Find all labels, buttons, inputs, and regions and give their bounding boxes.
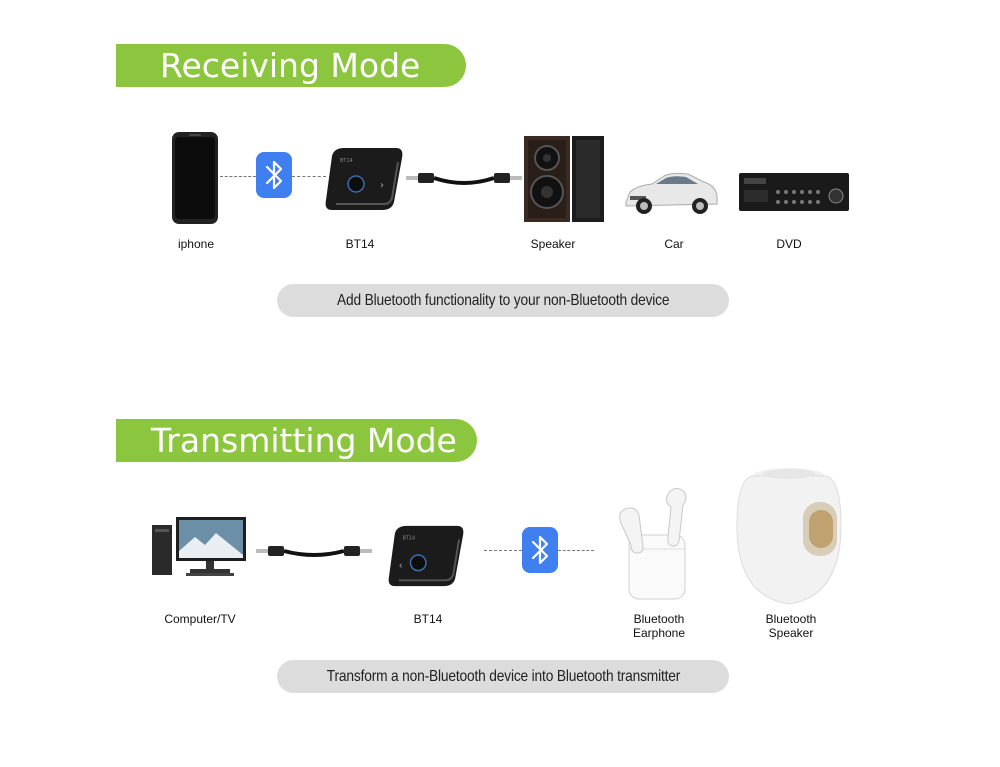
bt-speaker-label-line1: Bluetooth bbox=[765, 612, 817, 626]
receiving-mode-banner: Receiving Mode bbox=[116, 44, 466, 87]
car-icon bbox=[625, 172, 718, 214]
wireless-link-line bbox=[484, 550, 522, 551]
bt14-label: BT14 bbox=[413, 612, 443, 626]
earphone-label-line1: Bluetooth bbox=[633, 612, 685, 626]
transmitting-caption-text: Transform a non-Bluetooth device into Bl… bbox=[326, 668, 680, 685]
receiving-caption: Add Bluetooth functionality to your non-… bbox=[277, 284, 729, 317]
adapter-icon: › BT14 bbox=[325, 148, 403, 210]
svg-text:›: › bbox=[380, 180, 384, 191]
svg-text:BT14: BT14 bbox=[403, 535, 416, 541]
bt-speaker-label: Bluetooth Speaker bbox=[731, 612, 851, 640]
receiving-caption-text: Add Bluetooth functionality to your non-… bbox=[336, 292, 670, 309]
earphone-label: Bluetooth Earphone bbox=[599, 612, 719, 640]
svg-text:‹: ‹ bbox=[399, 561, 403, 572]
car-label: Car bbox=[664, 237, 684, 251]
transmitting-caption: Transform a non-Bluetooth device into Bl… bbox=[277, 660, 729, 693]
bluetooth-badge bbox=[256, 152, 292, 198]
earbuds-icon bbox=[619, 487, 687, 600]
bt-speaker-label-line2: Speaker bbox=[768, 626, 814, 640]
computer-icon bbox=[152, 517, 246, 576]
svg-text:BT14: BT14 bbox=[340, 158, 353, 164]
audio-cable-icon bbox=[256, 546, 372, 557]
smart-speaker-icon bbox=[736, 468, 842, 605]
bluetooth-icon bbox=[265, 160, 283, 190]
smartphone-icon bbox=[172, 132, 218, 224]
wireless-link-line bbox=[292, 176, 326, 177]
transmitting-mode-banner: Transmitting Mode bbox=[116, 419, 477, 462]
amplifier-icon bbox=[739, 173, 849, 211]
adapter-icon: ‹ BT14 bbox=[388, 525, 464, 587]
speaker-label: Speaker bbox=[530, 237, 576, 251]
transmitting-mode-title: Transmitting Mode bbox=[151, 421, 457, 460]
dvd-label: DVD bbox=[776, 237, 802, 251]
earphone-label-line2: Earphone bbox=[632, 626, 686, 640]
iphone-label: iphone bbox=[177, 237, 215, 251]
bt14-label: BT14 bbox=[345, 237, 375, 251]
receiving-mode-title: Receiving Mode bbox=[160, 46, 421, 85]
wireless-link-line bbox=[558, 550, 594, 551]
wireless-link-line bbox=[220, 176, 256, 177]
bluetooth-icon bbox=[531, 535, 549, 565]
bluetooth-badge bbox=[522, 527, 558, 573]
speaker-icon bbox=[524, 136, 604, 222]
computer-label: Computer/TV bbox=[164, 612, 236, 626]
audio-cable-icon bbox=[406, 173, 522, 185]
